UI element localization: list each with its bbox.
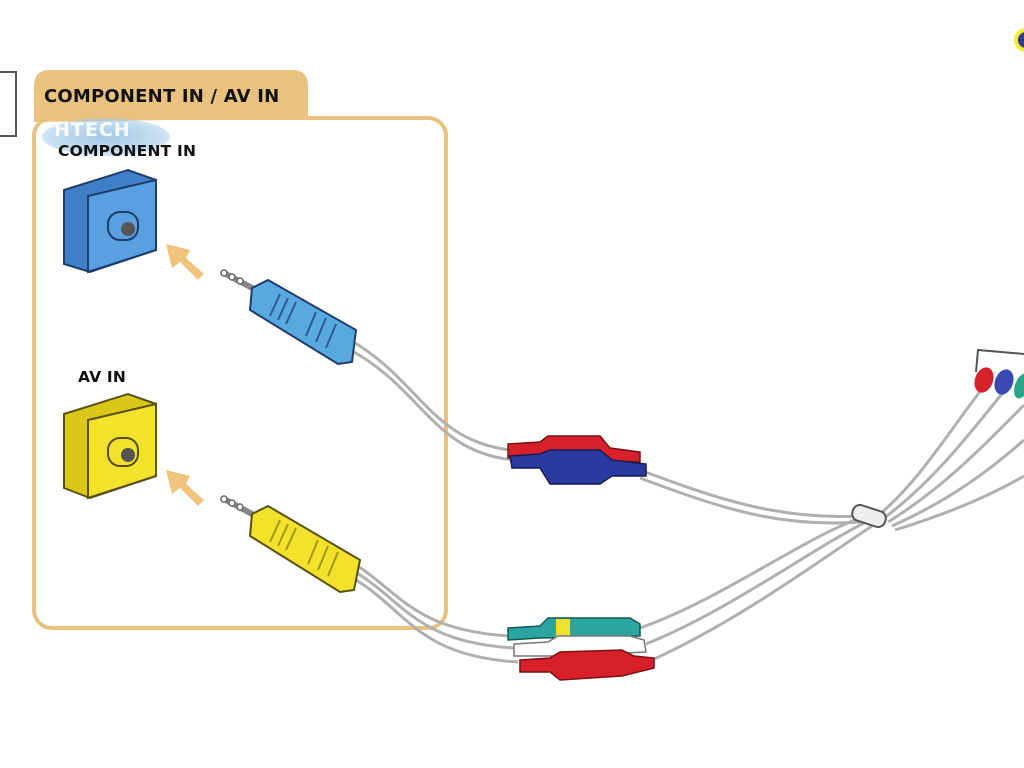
green-white-red-rca-connectors [507,617,655,681]
panel-tab [34,70,308,122]
red-blue-rca-connectors [507,435,647,485]
panel-frame [32,116,448,630]
watermark-text: HTECH [54,119,131,141]
yellow-35mm-plug [220,495,362,594]
indicator-icon [1014,28,1024,52]
arrow-icon [166,470,204,506]
arrow-icon [166,244,204,280]
cable-tie [851,503,887,529]
partial-frame-left [0,71,17,137]
panel-title: COMPONENT IN / AV IN [44,86,280,107]
far-end-rca-plugs [974,348,1024,399]
component-in-label: COMPONENT IN [58,142,197,160]
av-in-label: AV IN [78,368,127,386]
blue-35mm-plug [220,269,358,366]
component-in-port [63,168,157,274]
cables [347,338,1024,664]
watermark-badge [42,118,170,156]
av-in-port [63,392,157,500]
